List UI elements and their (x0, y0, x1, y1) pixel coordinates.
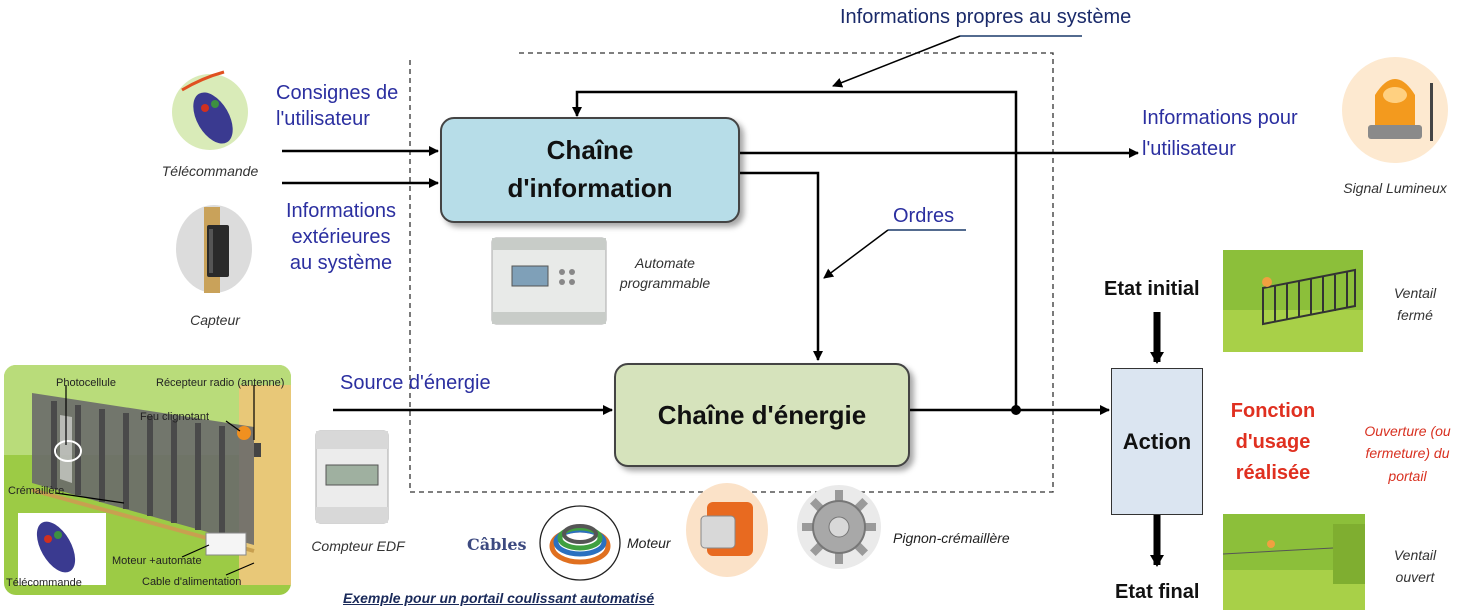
gate-cremaillere-label: Crémaillère (8, 485, 65, 497)
example-caption: Exemple pour un portail coulissant autom… (343, 590, 655, 606)
capteur-image (174, 203, 254, 295)
arrow-ordres (740, 171, 823, 361)
consignes-line-1: Consignes de (276, 82, 399, 104)
chaine-info-line-2: d'information (507, 173, 673, 203)
etat-initial-label: Etat initial (1104, 278, 1200, 300)
ventail-ferme-line-2: fermé (1397, 307, 1433, 324)
junction-dot (1011, 405, 1021, 415)
ventail-ferme-line-1: Ventail (1393, 285, 1437, 301)
automate-caption-line-1: Automate (635, 255, 695, 271)
pointer-ordres (823, 229, 889, 279)
ventail-ouvert-image (1222, 514, 1365, 610)
moteur-caption: Moteur (627, 535, 671, 551)
signal-caption: Signal Lumineux (1343, 180, 1447, 196)
gate-cable-label: Cable d'alimentation (142, 576, 242, 588)
fonction-line-2: d'usage (1235, 431, 1311, 453)
consignes-line-2: l'utilisateur (276, 108, 370, 130)
ouverture-line-2: fermeture) du (1365, 445, 1450, 462)
consignes-label: Consignes de l'utilisateur (276, 80, 398, 132)
compteur-image (312, 427, 392, 527)
gate-illustration (4, 365, 291, 585)
cables-image (539, 504, 621, 582)
pointer-top-label (832, 35, 961, 88)
ouverture-label: Ouverture (ou fermeture) du portail (1350, 420, 1465, 487)
ouverture-line-3: portail (1388, 467, 1427, 484)
ventail-ferme-image (1223, 250, 1363, 352)
gate-feu-label: Feu clignotant (140, 411, 210, 423)
signal-lumineux-image (1340, 55, 1450, 165)
automate-caption: Automate programmable (610, 253, 720, 294)
exterieures-line-1: Informations (285, 200, 397, 222)
automate-caption-line-2: programmable (619, 275, 711, 292)
ventail-ouvert-line-2: ouvert (1395, 569, 1435, 586)
source-label: Source d'énergie (340, 372, 491, 394)
info-user-line-2: l'utilisateur (1142, 138, 1236, 160)
moteur-image (685, 482, 769, 578)
top-label: Informations propres au système (840, 6, 1132, 28)
exterieures-label: Informations extérieures au système (276, 198, 406, 276)
info-user-line-1: Informations pour (1142, 107, 1298, 129)
ordres-label: Ordres (893, 205, 955, 227)
cables-caption: Câbles (467, 535, 527, 554)
pignon-image (796, 484, 882, 570)
capteur-caption: Capteur (190, 312, 240, 328)
fonction-line-1: Fonction (1230, 400, 1316, 422)
chaine-energie-box: Chaîne d'énergie (614, 363, 910, 467)
gate-photocellule-label: Photocellule (56, 377, 116, 389)
gate-moteur-label: Moteur +automate (112, 555, 202, 567)
ouverture-line-1: Ouverture (ou (1364, 423, 1451, 439)
exterieures-line-3: au système (289, 252, 393, 274)
ventail-ouvert-line-1: Ventail (1393, 547, 1437, 563)
automate-image (490, 236, 608, 326)
gate-telecommande-label: Télécommande (6, 577, 82, 589)
telecommande-caption: Télécommande (161, 163, 259, 179)
fonction-line-3: réalisée (1235, 462, 1311, 484)
gate-recepteur-label: Récepteur radio (antenne) (156, 377, 285, 389)
ventail-ouvert-caption: Ventail ouvert (1375, 544, 1455, 589)
etat-final-label: Etat final (1115, 581, 1200, 603)
gate-scene: Photocellule Récepteur radio (antenne) F… (4, 365, 291, 595)
remote-image (172, 68, 250, 152)
pignon-caption: Pignon-crémaillère (893, 530, 1010, 546)
chaine-information-box: Chaîne d'information (440, 117, 740, 223)
compteur-caption: Compteur EDF (311, 538, 405, 554)
arrow-feedback (572, 90, 1018, 408)
chaine-info-line-1: Chaîne (546, 135, 634, 166)
ventail-ferme-caption: Ventail fermé (1375, 282, 1455, 327)
exterieures-line-2: extérieures (291, 226, 391, 248)
action-box: Action (1111, 368, 1203, 515)
system-boundary (409, 52, 1054, 493)
fonction-label: Fonction d'usage réalisée (1218, 396, 1328, 489)
info-user-label: Informations pour l'utilisateur (1142, 103, 1298, 165)
